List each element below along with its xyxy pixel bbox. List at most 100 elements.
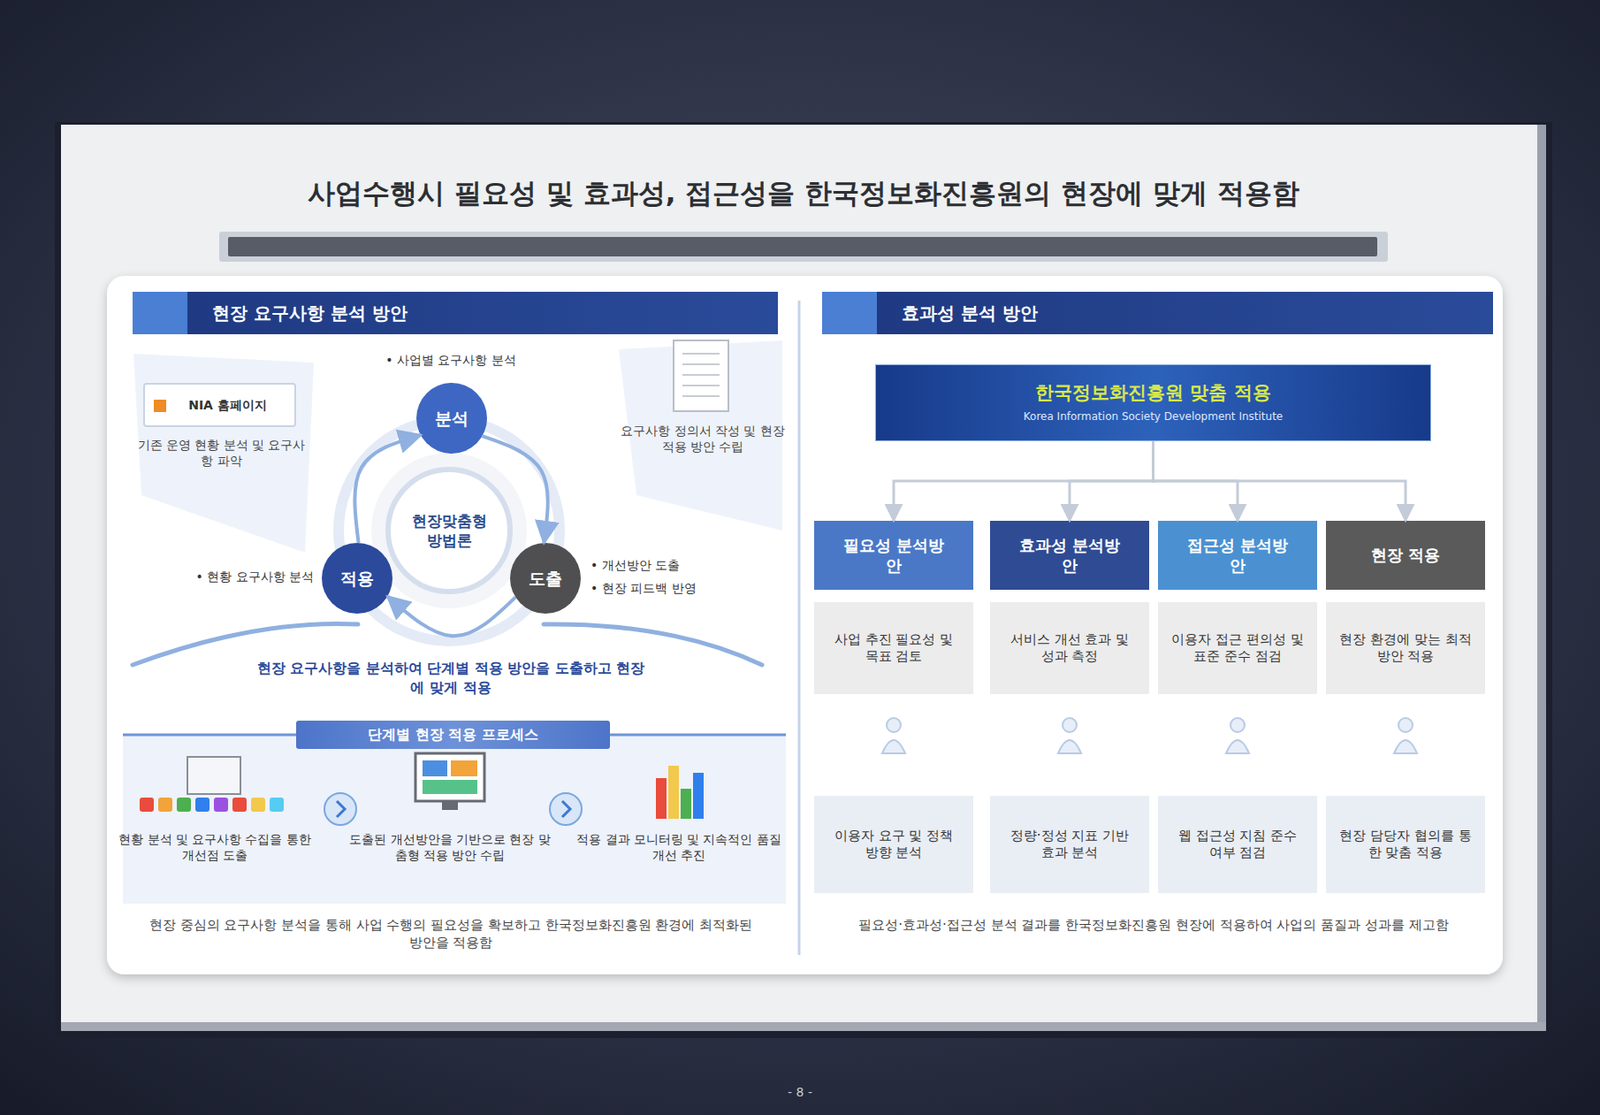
circle-shape [510,542,581,614]
note-text: • 사업별 요구사항 분석 [362,351,540,369]
tree-connector [1069,441,1154,521]
page-number: - 8 - [755,1083,845,1101]
note-text: 요구사항 정의서 작성 및 현장 적용 방안 수립 [618,422,787,455]
chart-bar [668,765,679,819]
node-heading: 웹 접근성 지침 준수 여부 점검 [1170,827,1305,862]
node-heading: 사업 추진 필요성 및 목표 검토 [826,631,961,666]
tree-connector [1153,441,1407,521]
text-box: 웹 접근성 지침 준수 여부 점검 [1158,795,1318,893]
stage-circle: 도출 [510,542,581,614]
tree-connector [893,441,1154,521]
text-box: 현장 담당자 협의를 통한 맞춤 적용 [1325,795,1486,893]
node-heading: 현장 요구사항 분석 방안 [212,301,408,325]
node-heading: 현장맞춤형 방법론 [404,510,494,550]
person-body [1058,739,1082,754]
node-heading: 도출 [528,567,563,590]
app-tile [232,797,247,812]
callout-backdrop [133,353,314,553]
monitor-icon [187,756,241,794]
note-text: 도출된 개선방안을 기반으로 현장 맞춤형 적용 방안 수립 [347,830,553,863]
document-line [682,352,720,355]
text-box: 한국정보화진흥원 맞춤 적용 Korea Information Society … [875,364,1432,442]
cycle-arrow [387,595,516,636]
chart-bar [693,772,704,819]
app-tile [195,797,210,812]
title-bar-frame [219,231,1388,262]
app-tile [139,797,154,812]
note-text: • 현황 요구사항 분석 [148,568,314,586]
logo-mark [153,399,167,412]
circle-outline [385,466,513,595]
text-box: NIA 홈페이지기존 운영 현황 분석 및 요구사항 파악 [143,382,297,427]
note-text: 현장 중심의 요구사항 분석을 통해 사업 수행의 필요성을 확보하고 한국정보… [141,915,761,953]
node-heading: 효과성 분석방안 [1014,534,1125,577]
screen-icon [415,753,485,801]
screen-stand [441,800,458,810]
text-box: 이용자 접근 편의성 및 표준 준수 점검 [1158,601,1318,694]
text-box: 단계별 현장 적용 프로세스 [296,720,610,749]
cycle-arrow [354,434,420,543]
note-text: • 현장 피드백 반영 [590,579,768,597]
app-tile [158,797,173,812]
document-line [682,384,720,387]
step-arrow [324,792,357,825]
node-heading: 정량·정성 지표 기반 효과 분석 [1002,827,1137,862]
process-area [122,735,786,904]
document-line [682,395,720,397]
circle-shape [416,382,488,454]
text-box: 이용자 요구 및 정책 방향 분석 [814,795,974,893]
text-box: 효과성 분석방안 [990,520,1150,590]
person-head [1062,717,1077,732]
note-text: 현황 분석 및 요구사항 수집을 통한 개선점 도출 [112,830,318,863]
stage-circle: 현장맞춤형 방법론 [385,466,513,595]
step-chevron [336,800,345,817]
screen-block [450,760,478,777]
text-box: 사업 추진 필요성 및 목표 검토 [814,601,974,694]
app-tile [269,797,284,812]
step-arrow [549,792,582,825]
screen-block [422,760,448,777]
cycle-arrow [482,435,549,543]
slide-sheet [60,124,1547,1031]
app-tile [251,797,266,812]
slide-title: 사업수행시 필요성 및 효과성, 접근성을 한국정보화진흥원의 현장에 맞게 적… [60,175,1547,213]
node-heading: 현장 적용 [1371,544,1440,565]
circle-shape [388,469,511,592]
slide-edge [1537,124,1547,1031]
text-box: 서비스 개선 효과 및 성과 측정 [990,601,1150,694]
node-heading: 서비스 개선 효과 및 성과 측정 [1002,631,1137,666]
person-body [1394,739,1418,754]
step-chevron [562,800,571,817]
panel-divider [798,300,801,955]
stage-circle: 적용 [321,542,393,614]
section-header: 효과성 분석 방안 [822,291,1494,335]
node-heading: 접근성 분석방안 [1182,534,1293,577]
node-heading: 한국정보화진흥원 맞춤 적용 [1035,380,1272,405]
person-head [886,717,901,732]
node-heading: NIA 홈페이지 [172,396,267,413]
text-box: 접근성 분석방안 [1158,520,1318,590]
person-head [1398,717,1413,732]
node-heading: 이용자 요구 및 정책 방향 분석 [826,827,961,862]
circle-shape [321,542,393,614]
node-heading: 단계별 현장 적용 프로세스 [367,725,539,745]
text-box: 필요성 분석방안 [814,520,974,590]
node-heading: 효과성 분석 방안 [901,301,1038,325]
content-panel [106,275,1503,975]
text-box: 현장 환경에 맞는 최적 방안 적용 [1325,601,1486,694]
title-bar [228,236,1378,257]
note-text: 필요성·효과성·접근성 분석 결과를 한국정보화진흥원 현장에 적용하여 사업의… [817,915,1490,934]
node-heading: 분석 [434,407,469,430]
app-tile [176,797,191,812]
note-text: 적용 결과 모니터링 및 지속적인 품질 개선 추진 [576,830,782,863]
person-body [1226,739,1250,754]
document-line [682,363,720,366]
node-body: Korea Information Society Development In… [1023,410,1283,425]
text-box: 현장 적용 [1325,520,1486,590]
note-text: 현장 요구사항을 분석하여 단계별 적용 방안을 도출하고 현장에 맞게 적용 [256,658,646,697]
text-box: 정량·정성 지표 기반 효과 분석 [990,795,1150,893]
swoosh [132,623,359,665]
node-heading: 적용 [340,567,374,590]
chart-bar [655,777,667,819]
